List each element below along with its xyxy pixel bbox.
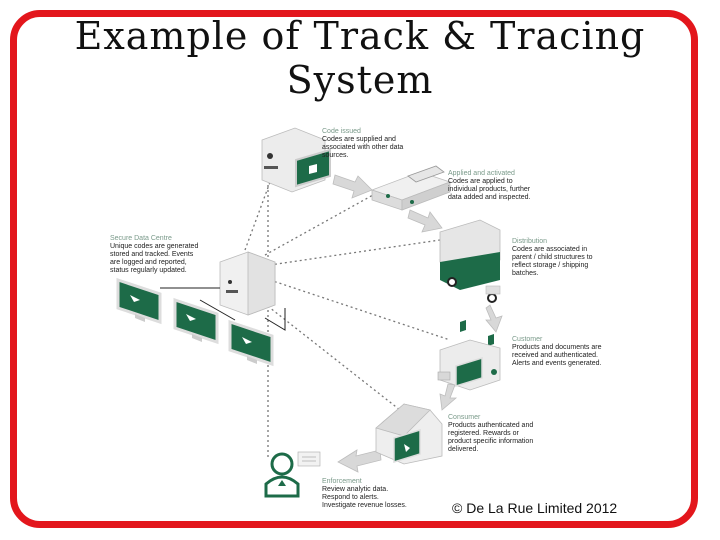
label-heading: Code issued <box>322 128 361 135</box>
customer-node <box>437 320 501 391</box>
distribution-node <box>439 219 501 303</box>
secure-data-centre-node <box>116 251 286 367</box>
flow-arrows <box>332 174 503 473</box>
title-line-1: Example of Track & Tracing <box>74 14 646 58</box>
label-text: Review analytic data. Respond to alerts.… <box>322 486 407 509</box>
arrow-consumer-to-enforcement <box>337 449 382 473</box>
slide-title: Example of Track & Tracing System <box>0 14 720 102</box>
label-heading: Customer <box>512 336 543 343</box>
slide-border <box>10 10 698 528</box>
arrow-apply-to-distribution <box>407 209 443 233</box>
label-code-issued: Code issued Codes are supplied and assoc… <box>322 128 406 160</box>
label-text: Products authenticated and registered. R… <box>448 422 534 453</box>
label-enforcement: Enforcement Review analytic data. Respon… <box>322 478 410 510</box>
label-distribution: Distribution Codes are associated in par… <box>512 238 604 278</box>
label-heading: Applied and activated <box>448 170 515 177</box>
label-heading: Distribution <box>512 238 548 245</box>
label-text: Codes are associated in parent / child s… <box>512 246 593 277</box>
title-line-2: System <box>286 58 434 102</box>
label-text: Products and documents are received and … <box>512 344 602 367</box>
arrow-distribution-to-customer <box>485 304 503 333</box>
label-heading: Enforcement <box>322 478 362 485</box>
label-secure-data-centre: Secure Data Centre Unique codes are gene… <box>110 235 205 275</box>
code-issued-node <box>261 127 331 193</box>
label-applied-activated: Applied and activated Codes are applied … <box>448 170 532 202</box>
label-heading: Consumer <box>448 414 481 421</box>
enforcement-node <box>264 451 321 498</box>
copyright-notice: © De La Rue Limited 2012 <box>452 500 618 516</box>
consumer-node <box>375 403 443 465</box>
dotted-connectors <box>244 145 451 460</box>
arrow-customer-to-consumer <box>439 383 458 411</box>
label-text: Codes are supplied and associated with o… <box>322 136 404 159</box>
label-text: Codes are applied to individual products… <box>448 178 531 201</box>
applied-activated-node <box>370 165 452 211</box>
label-consumer: Consumer Products authenticated and regi… <box>448 414 542 454</box>
label-heading: Secure Data Centre <box>110 235 172 242</box>
label-customer: Customer Products and documents are rece… <box>512 336 606 368</box>
label-text: Unique codes are generated stored and tr… <box>110 243 199 274</box>
lock-icon <box>309 164 317 174</box>
arrow-issue-to-apply <box>332 174 373 199</box>
